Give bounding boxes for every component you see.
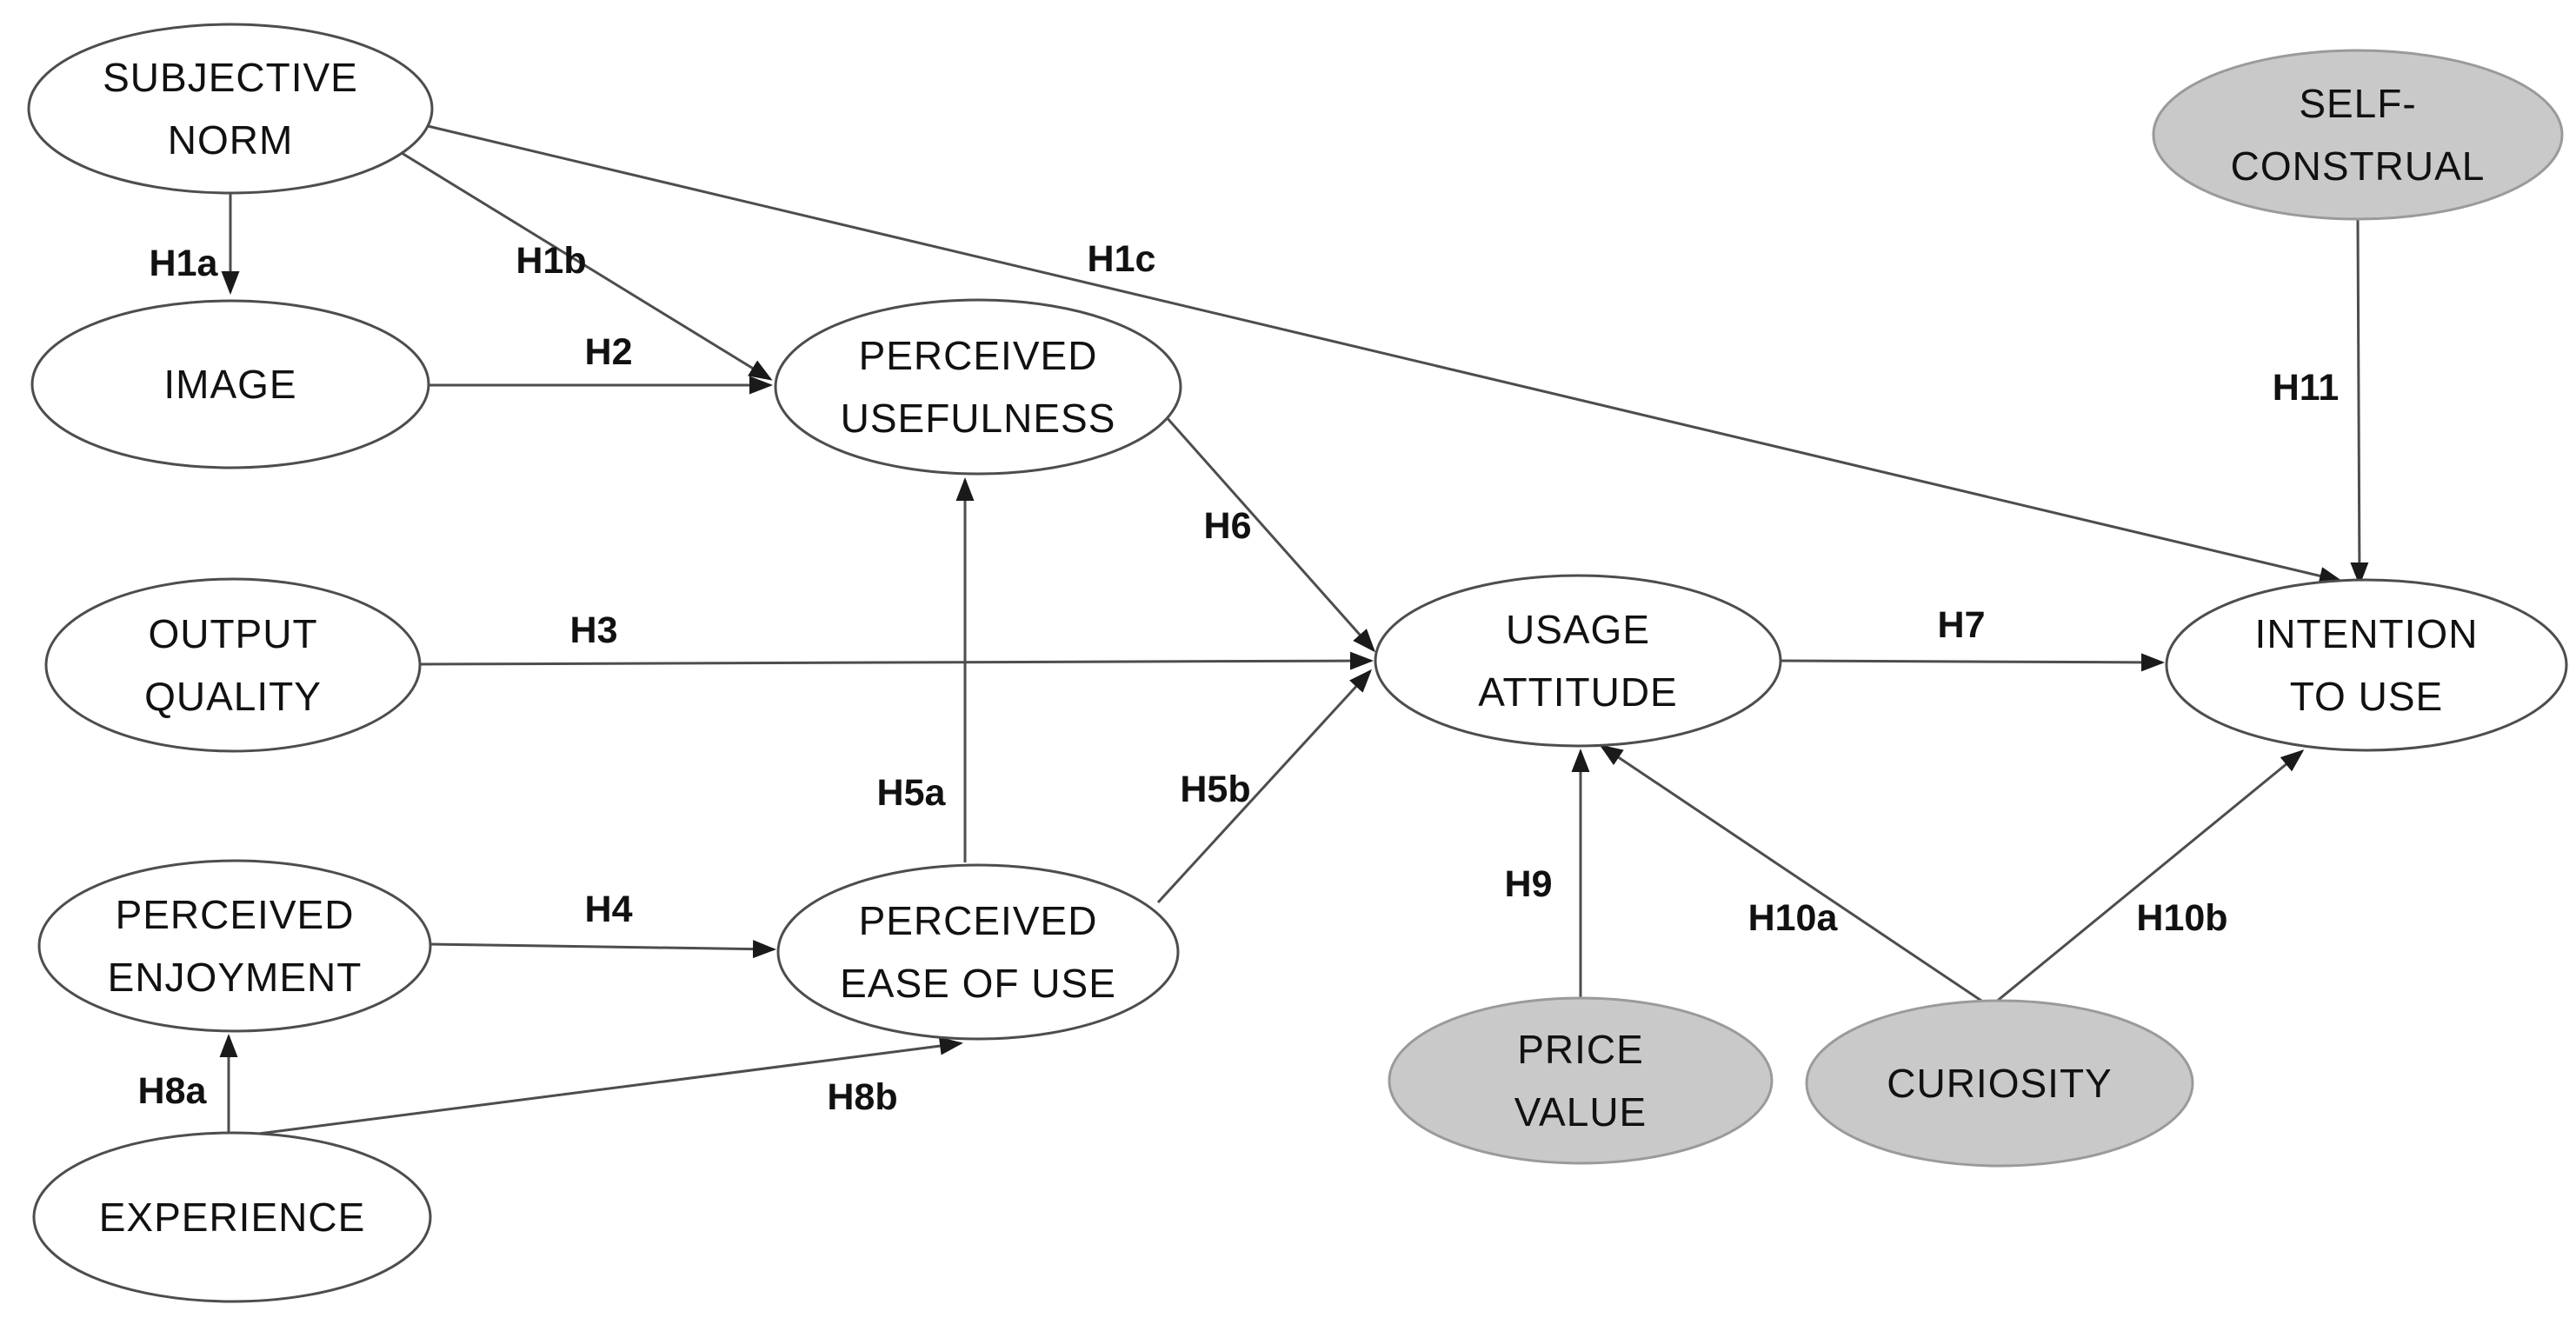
node-intention-to-use-label-1: INTENTION: [2255, 611, 2479, 656]
edge-h10b-line: [1994, 749, 2305, 1004]
node-perceived-ease-of-use: PERCEIVED EASE OF USE: [776, 863, 1180, 1041]
edge-h3: H3: [419, 609, 1374, 670]
node-image: IMAGE: [30, 299, 430, 469]
node-usage-attitude-label-2: ATTITUDE: [1478, 669, 1677, 715]
edge-h8a-label: H8a: [138, 1070, 208, 1112]
edge-h9: H9: [1505, 749, 1590, 997]
edge-h1b-label: H1b: [516, 240, 586, 282]
node-usage-attitude: USAGE ATTITUDE: [1374, 574, 1782, 748]
node-perceived-enjoyment: PERCEIVED ENJOYMENT: [37, 859, 432, 1033]
edge-h8b: H8b: [244, 1036, 963, 1137]
node-perceived-ease-of-use-label-1: PERCEIVED: [859, 898, 1098, 943]
edge-h4: H4: [429, 889, 776, 959]
edge-h8a: H8a: [138, 1034, 238, 1132]
edge-h10a-line: [1599, 744, 1985, 1004]
edge-h1c-line: [427, 124, 2343, 585]
node-self-construal-label-2: CONSTRUAL: [2231, 143, 2486, 189]
node-perceived-usefulness: PERCEIVED USEFULNESS: [774, 298, 1182, 476]
node-output-quality-shape: [44, 577, 422, 753]
node-self-construal: SELF- CONSTRUAL: [2152, 49, 2564, 221]
node-price-value-label-2: VALUE: [1514, 1089, 1647, 1135]
node-curiosity: CURIOSITY: [1805, 999, 2194, 1168]
edge-h1c-label: H1c: [1088, 238, 1156, 280]
node-experience: EXPERIENCE: [32, 1131, 432, 1303]
edge-h5b: H5b: [1156, 669, 1373, 904]
node-usage-attitude-shape: [1374, 574, 1782, 748]
node-perceived-enjoyment-label-1: PERCEIVED: [116, 892, 355, 937]
node-intention-to-use: INTENTION TO USE: [2165, 578, 2568, 752]
edge-h7: H7: [1780, 604, 2165, 672]
node-price-value: PRICE VALUE: [1388, 996, 1774, 1165]
node-self-construal-shape: [2152, 49, 2564, 221]
edge-h6-line: [1163, 415, 1375, 653]
edge-h2-label: H2: [585, 331, 633, 373]
edge-h10b: H10b: [1994, 749, 2305, 1004]
edge-h1b: H1b: [401, 151, 773, 381]
edge-h5b-label: H5b: [1180, 769, 1250, 810]
node-perceived-enjoyment-shape: [37, 859, 432, 1033]
node-perceived-enjoyment-label-2: ENJOYMENT: [108, 955, 363, 1000]
node-price-value-shape: [1388, 996, 1774, 1165]
node-curiosity-shape: [1805, 999, 2194, 1168]
node-price-value-label-1: PRICE: [1517, 1027, 1644, 1072]
edge-h8b-label: H8b: [827, 1076, 897, 1118]
node-intention-to-use-shape: [2165, 578, 2568, 752]
edge-h6: H6: [1163, 415, 1375, 653]
edge-h10a: H10a: [1599, 744, 1985, 1004]
edge-h11-label: H11: [2273, 367, 2340, 409]
edge-h11-line: [2350, 218, 2369, 586]
edge-h1b-line: [401, 151, 773, 381]
edge-h4-line: [429, 940, 776, 959]
node-output-quality-label-1: OUTPUT: [148, 611, 317, 656]
edge-h1a: H1a: [150, 193, 240, 295]
edge-h3-line: [419, 651, 1374, 670]
node-self-construal-label-1: SELF-: [2299, 81, 2416, 126]
node-subjective-norm-label-1: SUBJECTIVE: [103, 55, 358, 100]
edge-h7-label: H7: [1938, 604, 1986, 646]
edge-h8b-line: [244, 1036, 963, 1137]
node-subjective-norm-label-2: NORM: [168, 117, 294, 163]
node-image-label-1: IMAGE: [163, 362, 296, 407]
node-experience-shape: [32, 1131, 432, 1303]
node-perceived-usefulness-label-2: USEFULNESS: [841, 396, 1116, 441]
node-subjective-norm: SUBJECTIVE NORM: [27, 23, 434, 195]
node-output-quality: OUTPUT QUALITY: [44, 577, 422, 753]
node-curiosity-label-1: CURIOSITY: [1887, 1061, 2112, 1106]
node-usage-attitude-label-1: USAGE: [1506, 607, 1650, 652]
edge-h4-label: H4: [585, 889, 633, 930]
edge-h6-label: H6: [1204, 505, 1252, 547]
edge-h11: H11: [2273, 218, 2369, 586]
edge-h5a-label: H5a: [877, 772, 947, 814]
edge-h5b-line: [1156, 669, 1373, 904]
edge-h3-label: H3: [570, 609, 618, 651]
node-perceived-ease-of-use-shape: [776, 863, 1180, 1041]
node-output-quality-label-2: QUALITY: [144, 674, 322, 719]
edge-h10a-label: H10a: [1748, 897, 1839, 939]
edge-h1c: H1c: [427, 124, 2343, 585]
edge-h9-label: H9: [1505, 863, 1553, 905]
edge-h7-line: [1780, 653, 2165, 672]
node-image-shape: [30, 299, 430, 469]
node-intention-to-use-label-2: TO USE: [2290, 674, 2443, 719]
node-perceived-ease-of-use-label-2: EASE OF USE: [840, 961, 1116, 1006]
edge-h1a-label: H1a: [150, 243, 219, 284]
edge-h5a: H5a: [877, 477, 975, 862]
edge-h2: H2: [429, 331, 773, 395]
edge-h10b-label: H10b: [2136, 897, 2227, 939]
node-perceived-usefulness-label-1: PERCEIVED: [859, 333, 1098, 378]
node-perceived-usefulness-shape: [774, 298, 1182, 476]
node-experience-label-1: EXPERIENCE: [99, 1195, 366, 1240]
node-subjective-norm-shape: [27, 23, 434, 195]
